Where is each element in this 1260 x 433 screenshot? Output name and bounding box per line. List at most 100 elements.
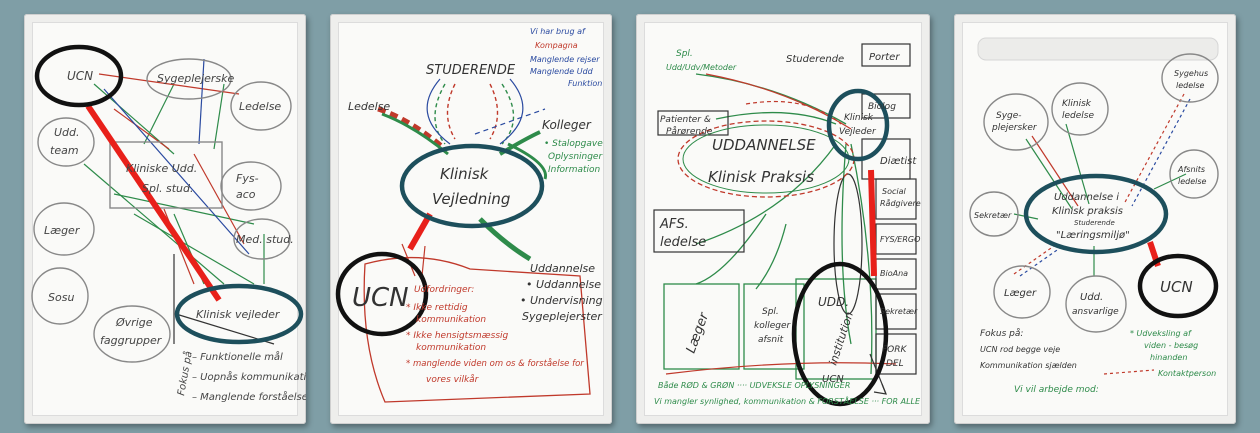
label-ledelse: Ledelse (348, 100, 390, 113)
label-ledelse: Ledelse (239, 100, 281, 113)
label-porter: Porter (869, 52, 900, 63)
panel-4-drawing: Syge- plejersker Klinisk ledelse Sygehus… (963, 23, 1227, 415)
panel-2-drawing: STUDERENDE Ledelse Kolleger Klinisk Vejl… (335, 23, 603, 415)
focus-line-1: UCN rod begge veje (980, 345, 1060, 354)
exchange-line-3: hinanden (1150, 353, 1187, 362)
bottom-note-1: Både RØD & GRØN ···· UDVEKSLE OPLYSNINGE… (658, 380, 850, 390)
label-raadgivere: Rådgivere (880, 198, 921, 208)
label-udd: UDD. (818, 295, 849, 309)
label-uddannelse: Uddannelse (530, 262, 595, 275)
label-sekretaer: Sekretær (974, 211, 1012, 220)
label-ucn: UCN (352, 283, 409, 313)
top-note-5: Funktion (568, 79, 602, 88)
note-2: – Uopnås kommunikation (192, 370, 306, 383)
label-vejledning: Vejledning (432, 190, 510, 208)
center-line-2: Klinisk praksis (1052, 206, 1123, 217)
focus-highlight-ring (174, 283, 304, 345)
label-sosu: Sosu (48, 291, 74, 304)
focus-line-3: Vi vil arbejde mod: (1014, 385, 1099, 395)
center-line-4: "Læringsmiljø" (1056, 230, 1130, 241)
bullet-uddannelse: • Uddannelse (526, 278, 601, 291)
exchange-line-2: viden - besøg (1144, 341, 1198, 350)
focus-highlight-ring (399, 143, 545, 229)
label-biolog: Biolog (868, 102, 896, 112)
label-kolleger: kolleger (754, 321, 792, 331)
label-team: team (50, 144, 79, 157)
label-laeger: Læger (1004, 288, 1037, 299)
label-del: DEL (886, 359, 904, 369)
label-plejersker: plejersker (991, 123, 1038, 133)
label-afsnits-ledelse: ledelse (1178, 177, 1207, 186)
challenge-3b: vores vilkår (426, 374, 480, 385)
label-spl-kolleger: Spl. (762, 307, 779, 317)
label-spl: Spl. (676, 49, 693, 59)
top-note-2: Kompagna (535, 41, 578, 50)
label-fys-ergo: FYS/ERGO (880, 235, 920, 244)
focus-heading: Fokus på: (980, 328, 1023, 339)
label-klinisk-ledelse: ledelse (1062, 111, 1094, 121)
label-ovrige: Øvrige (115, 316, 153, 329)
ucn-highlight-ring (335, 251, 429, 337)
top-note-3: Manglende rejser (530, 55, 600, 64)
label-udd: Udd. (54, 126, 80, 139)
label-uddannelse: UDDANNELSE (712, 136, 816, 154)
label-vejleder: Vejleder (839, 127, 877, 137)
label-klinisk-praksis: Klinisk Praksis (708, 168, 814, 186)
label-ucn: UCN (67, 69, 93, 83)
label-laeger: Læger (44, 224, 81, 237)
label-fork: FORK (882, 345, 908, 355)
label-sygeplejersker: Sygeplejerske (157, 72, 234, 85)
label-ledelse: ledelse (660, 235, 706, 250)
label-afs: AFS. (659, 217, 689, 232)
label-paarorende: Pårørende (666, 126, 713, 137)
label-syge: Syge- (996, 111, 1022, 121)
ucn-highlight-ring (34, 44, 124, 108)
focus-highlight-ring (826, 88, 890, 162)
label-studerende: STUDERENDE (426, 63, 516, 78)
kolleger-note-1: • Stalopgave (544, 139, 603, 149)
panel-1-drawing: UCN Sygeplejerske Ledelse Udd. team Klin… (31, 23, 306, 415)
focus-line-2: Kommunikation sjælden (980, 361, 1077, 370)
label-klinisk-vejleder: Klinisk vejleder (196, 308, 281, 321)
label-kliniske-udd: Kliniske Udd. (126, 162, 197, 175)
center-line-1: Uddannelse i (1054, 192, 1119, 203)
flipchart-panel-1: UCN Sygeplejerske Ledelse Udd. team Klin… (24, 14, 306, 424)
label-klinisk: Klinisk (440, 165, 490, 183)
label-afsnits: Afsnits (1177, 165, 1205, 174)
kolleger-note-2: Oplysninger (548, 152, 603, 162)
label-spl-stud: Spl. stud. (142, 182, 194, 195)
label-faggrupper: faggrupper (100, 334, 163, 347)
label-ucn: UCN (822, 374, 844, 385)
label-klinisk: Klinisk (1062, 99, 1092, 109)
label-ucn: UCN (1160, 278, 1193, 296)
label-klinisk: Klinisk (844, 113, 874, 123)
flipchart-panel-3: Spl. Udd/Udv/Metoder Studerende Porter P… (636, 14, 930, 424)
ucn-highlight-ring (791, 261, 889, 407)
label-social: Social (882, 187, 906, 196)
flipchart-panel-4: Syge- plejersker Klinisk ledelse Sygehus… (954, 14, 1236, 424)
label-udd: Udd. (1080, 292, 1103, 303)
bottom-note-2: Vi mangler synlighed, kommunikation & FO… (654, 395, 921, 406)
challenge-1b: kommunikation (416, 315, 486, 325)
label-kolleger: Kolleger (542, 118, 592, 132)
exchange-line-1: * Udveksling af (1130, 329, 1192, 338)
ucn-highlight-ring (1137, 253, 1219, 319)
note-1: – Funktionelle mål (192, 350, 283, 363)
label-aco: aco (236, 188, 256, 201)
challenge-2: * Ikke hensigtsmæssig (406, 331, 509, 341)
note-3: – Manglende forståelse (192, 390, 306, 403)
center-line-3: Studerende (1074, 219, 1115, 227)
flipchart-panel-2: STUDERENDE Ledelse Kolleger Klinisk Vejl… (330, 14, 612, 424)
bullet-undervisning: • Undervisning (520, 294, 603, 307)
label-sygehus-ledelse: ledelse (1176, 81, 1205, 90)
label-fys: Fys- (236, 172, 259, 185)
top-note-4: Manglende Udd (530, 67, 594, 76)
label-patienter: Patienter & (660, 115, 711, 125)
label-bioana: BioAna (880, 269, 908, 278)
label-ansvarlige: ansvarlige (1072, 307, 1119, 317)
label-sygehus: Sygehus (1174, 69, 1208, 78)
label-kontaktperson: Kontaktperson (1158, 369, 1216, 378)
label-med-stud: Med. stud. (236, 233, 294, 246)
challenge-2b: kommunikation (416, 343, 486, 353)
